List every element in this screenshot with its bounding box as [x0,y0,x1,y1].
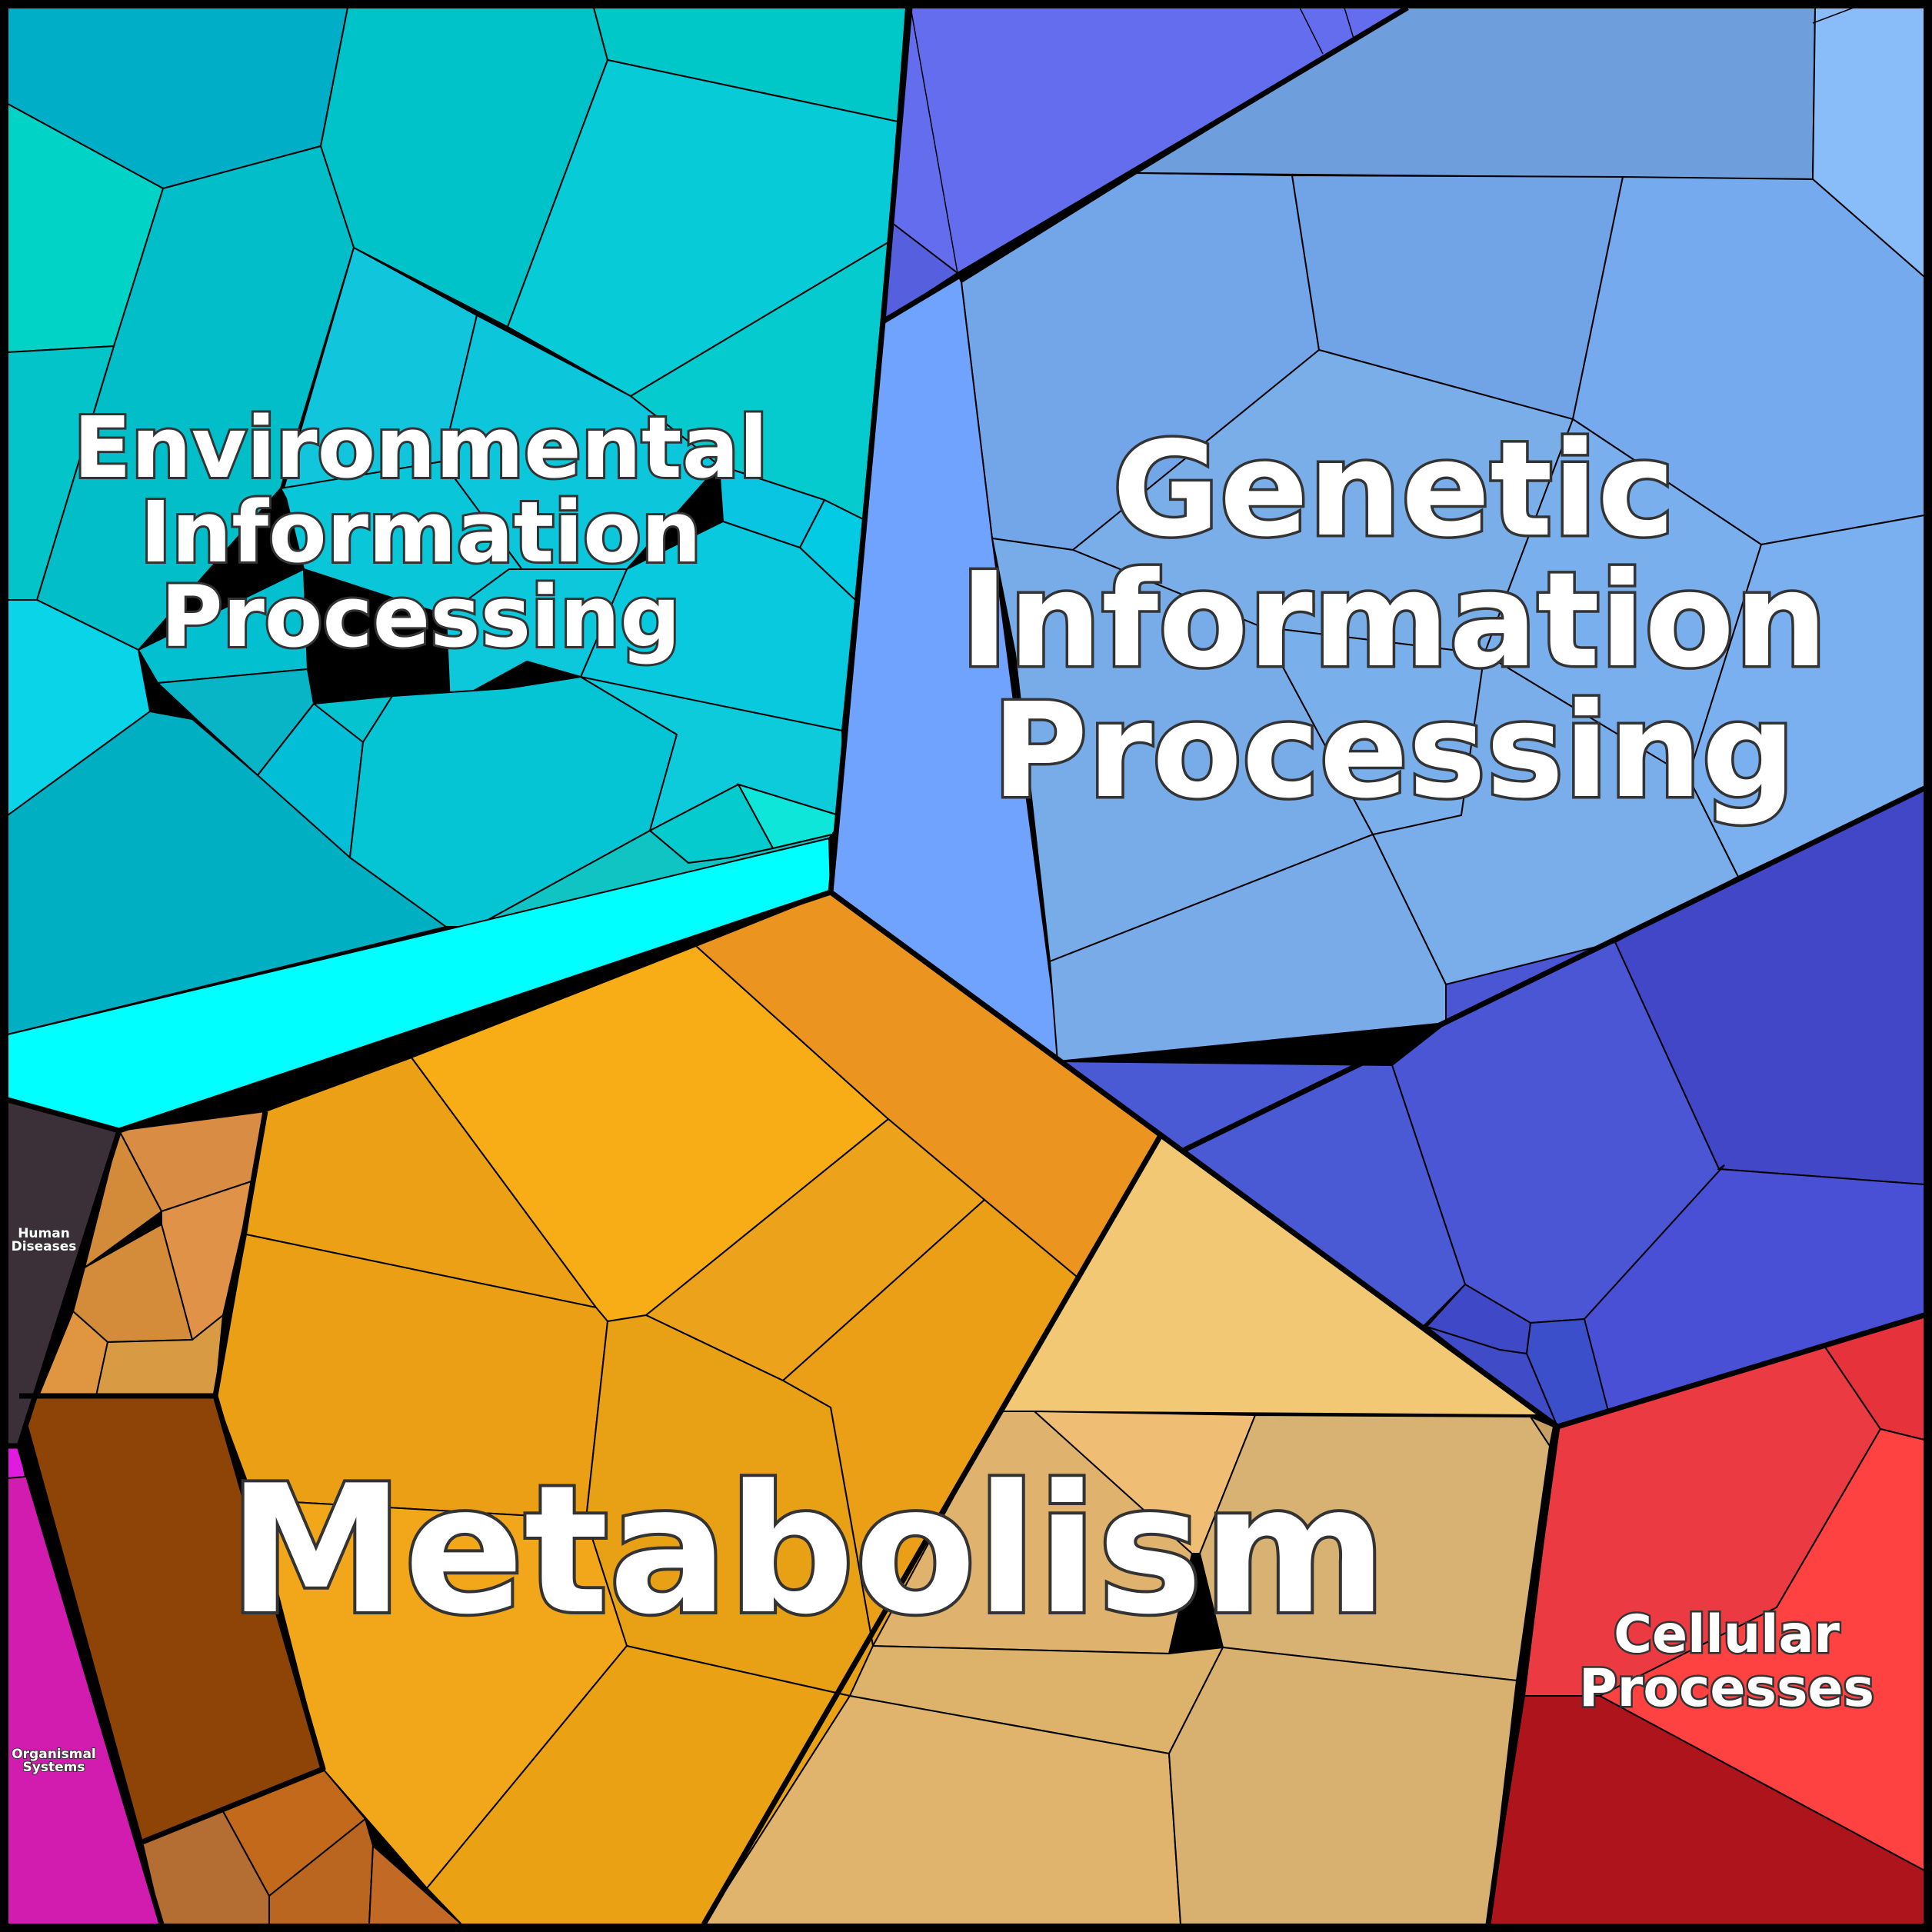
label-human-diseases: Human Diseases [11,1225,78,1255]
label-genetic: Genetic Information Processing [957,411,1830,831]
label-environmental-line-2: Information [140,483,701,581]
cell [1528,1414,1555,1448]
label-metabolism: Metabolism [225,1445,1391,1657]
region-boundaries [7,5,1926,1926]
cell [95,1313,225,1397]
label-genetic-line-1: Genetic [1112,414,1674,566]
label-cellular-line-2: Processes [1579,1658,1874,1719]
label-human-diseases-line-2: Diseases [12,1239,77,1254]
label-cellular-line-1: Cellular [1614,1604,1840,1665]
label-environmental: Environmental Information Processing [71,396,770,668]
label-genetic-line-2: Information [960,545,1827,697]
label-organismal-line-1: Organismal [12,1747,96,1762]
label-metabolism-line-1: Metabolism [228,1448,1387,1654]
cell [83,1128,163,1270]
label-human-diseases-line-1: Human [18,1226,70,1241]
label-organismal: Organismal Systems [11,1746,97,1776]
cell [871,1411,1194,1655]
label-cellular: Cellular Processes [1577,1603,1876,1721]
region-cellular-processes [1487,1314,1925,1925]
cell [1168,1646,1518,1925]
region-genetic-information-processing [829,7,1925,1428]
label-organismal-line-2: Systems [23,1760,85,1775]
label-environmental-line-3: Processing [161,568,681,666]
region-environmental-information-processing [7,7,908,1132]
label-genetic-line-3: Processing [992,675,1796,828]
label-environmental-line-1: Environmental [73,398,768,497]
